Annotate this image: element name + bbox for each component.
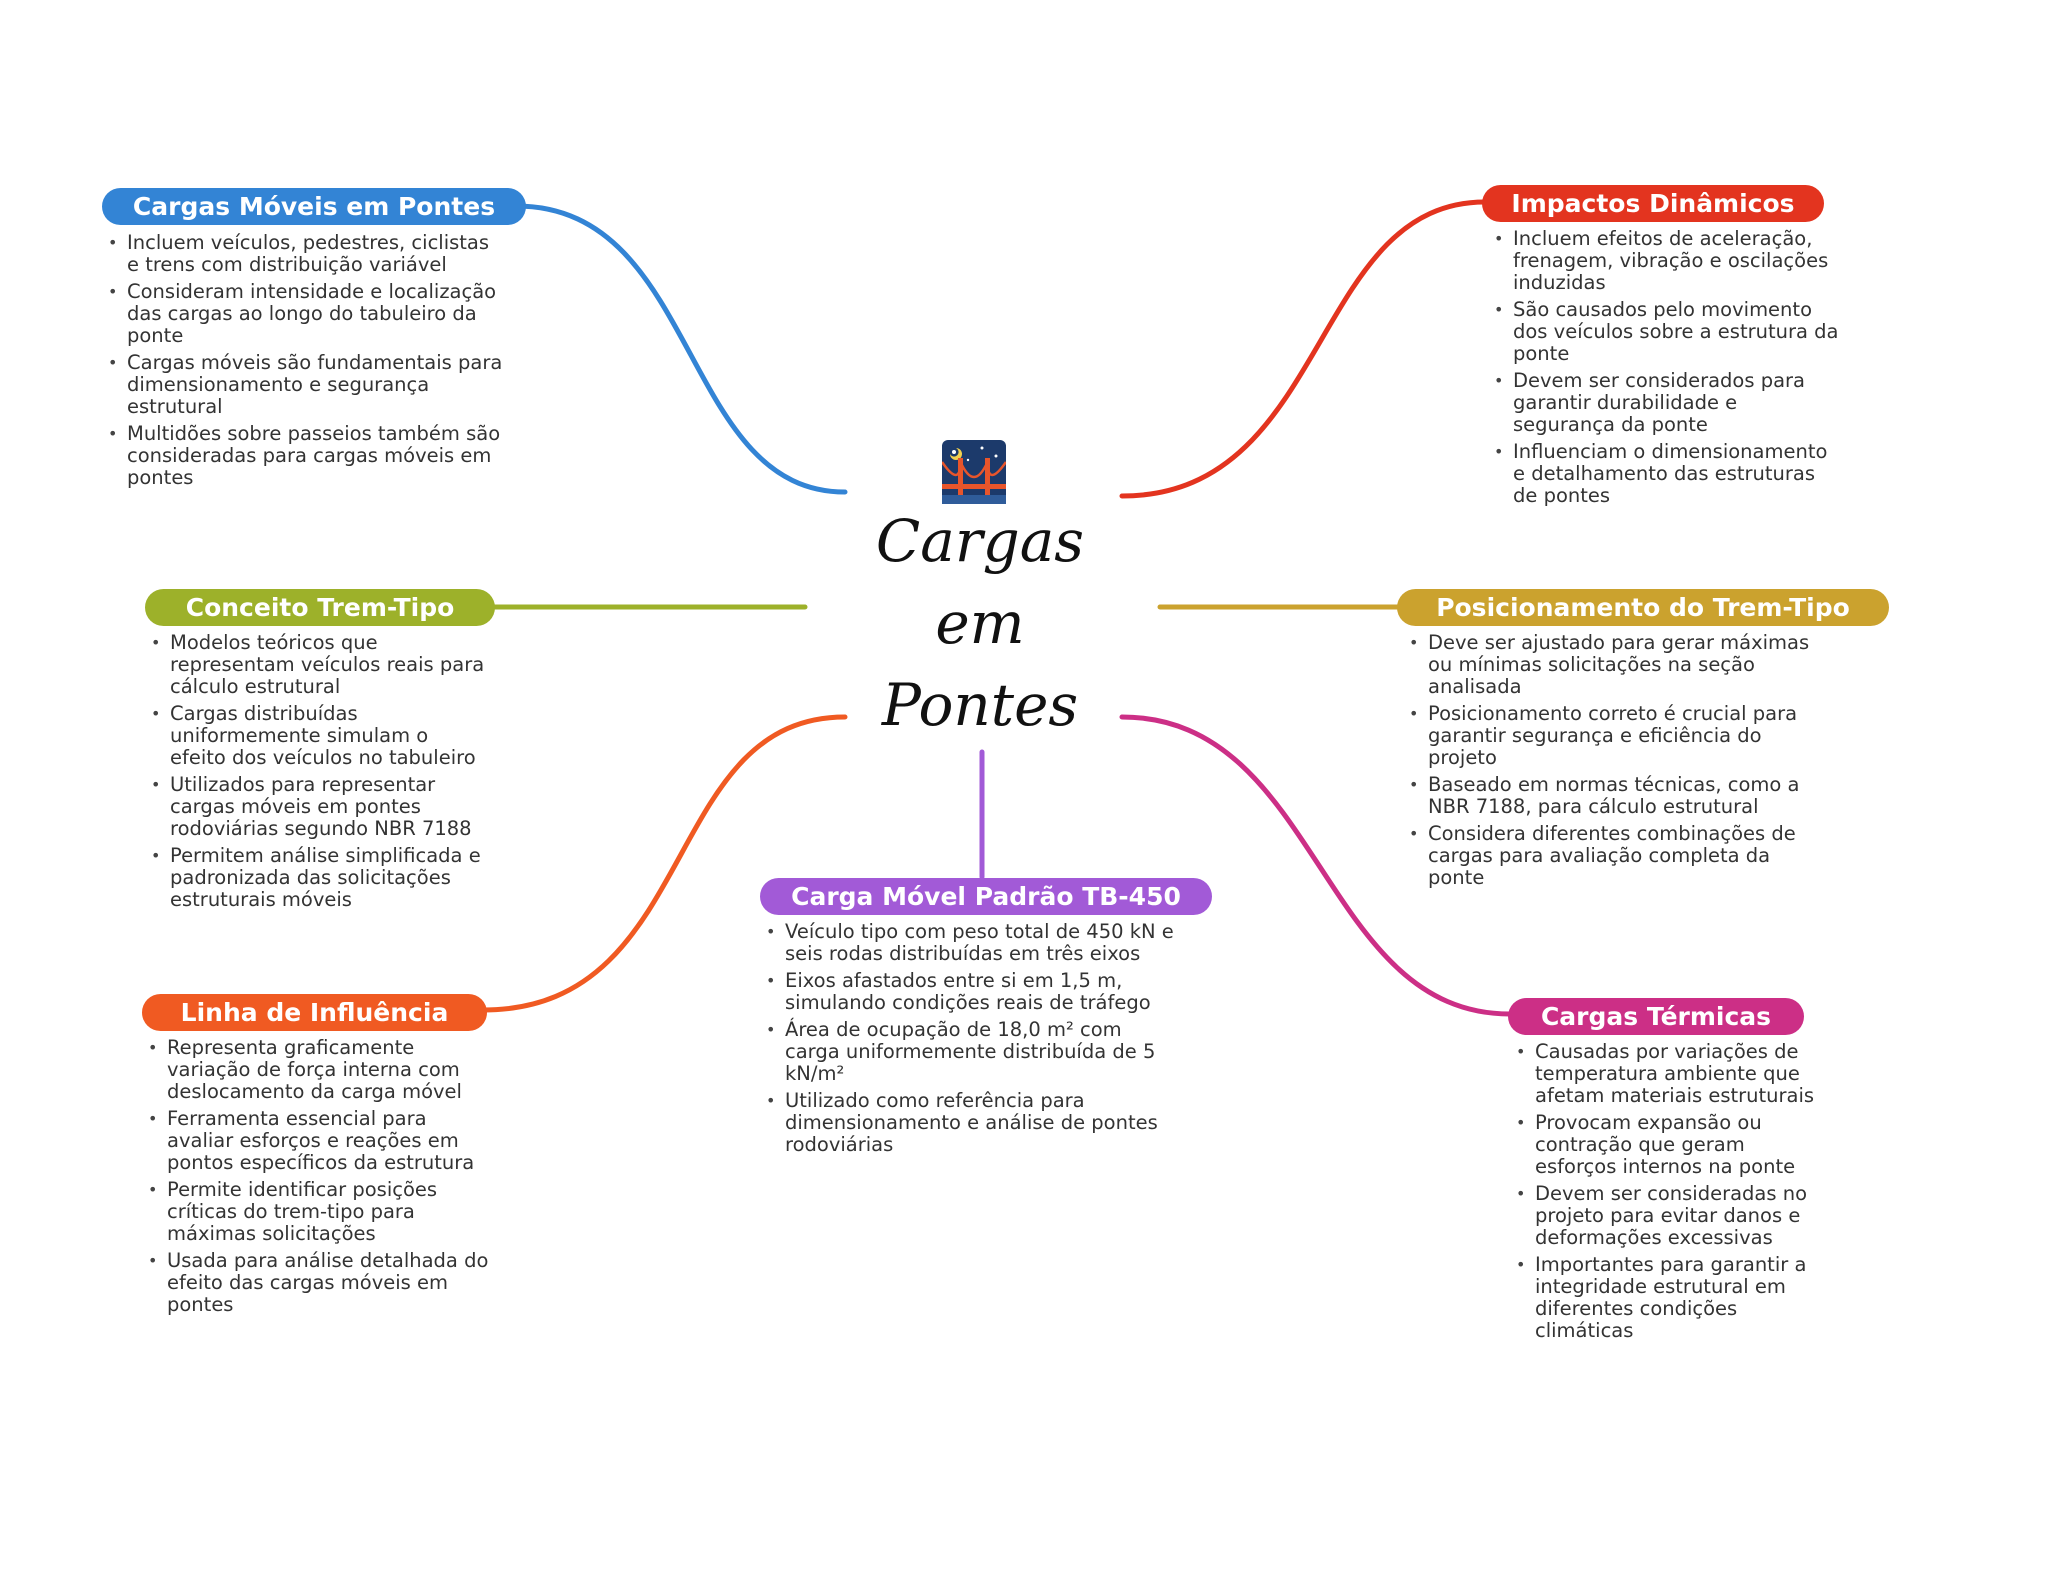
list-item: Incluem veículos, pedestres, ciclistas e… bbox=[104, 232, 504, 276]
topic-linha-influencia-title: Linha de Influência bbox=[180, 998, 449, 1027]
list-item: Veículo tipo com peso total de 450 kN e … bbox=[762, 921, 1182, 965]
list-item: Ferramenta essencial para avaliar esforç… bbox=[144, 1108, 489, 1174]
connector-cargas-moveis bbox=[513, 203, 848, 495]
topic-posicionamento-pill: Posicionamento do Trem-Tipo bbox=[1397, 589, 1889, 626]
topic-conceito-list: Modelos teóricos que representam veículo… bbox=[147, 632, 487, 916]
golden-gate-bridge-icon bbox=[942, 440, 1006, 504]
central-title-line: em bbox=[935, 589, 1025, 657]
topic-carga-padrao-list: Veículo tipo com peso total de 450 kN e … bbox=[762, 921, 1182, 1161]
connector-linha-influencia bbox=[480, 714, 848, 1013]
list-item: Permite identificar posições críticas do… bbox=[144, 1179, 489, 1245]
topic-linha-influencia-list: Representa graficamente variação de forç… bbox=[144, 1037, 489, 1321]
list-item: Influenciam o dimensionamento e detalham… bbox=[1490, 441, 1840, 507]
list-item: Utilizado como referência para dimension… bbox=[762, 1090, 1182, 1156]
list-item: Causadas por variações de temperatura am… bbox=[1512, 1041, 1832, 1107]
list-item: Permitem análise simplificada e padroniz… bbox=[147, 845, 487, 911]
topic-cargas-moveis-title: Cargas Móveis em Pontes bbox=[132, 192, 496, 221]
topic-termicas-list: Causadas por variações de temperatura am… bbox=[1512, 1041, 1832, 1347]
list-item: Devem ser consideradas no projeto para e… bbox=[1512, 1183, 1832, 1249]
central-topic-title: Cargas em Pontes bbox=[860, 500, 1100, 746]
list-item: Usada para análise detalhada do efeito d… bbox=[144, 1250, 489, 1316]
topic-carga-padrao-title: Carga Móvel Padrão TB-450 bbox=[791, 882, 1181, 911]
list-item: Considera diferentes combinações de carg… bbox=[1405, 823, 1825, 889]
list-item: Utilizados para representar cargas móvei… bbox=[147, 774, 487, 840]
central-title-line: Cargas bbox=[875, 507, 1085, 575]
list-item: Cargas distribuídas uniformemente simula… bbox=[147, 703, 487, 769]
list-item: Provocam expansão ou contração que geram… bbox=[1512, 1112, 1832, 1178]
topic-conceito-pill: Conceito Trem-Tipo bbox=[145, 589, 495, 626]
list-item: Importantes para garantir a integridade … bbox=[1512, 1254, 1832, 1342]
central-title-line: Pontes bbox=[881, 671, 1079, 739]
list-item: Baseado em normas técnicas, como a NBR 7… bbox=[1405, 774, 1825, 818]
list-item: Devem ser considerados para garantir dur… bbox=[1490, 370, 1840, 436]
list-item: Modelos teóricos que representam veículo… bbox=[147, 632, 487, 698]
connector-impactos bbox=[1119, 199, 1488, 499]
topic-conceito-title: Conceito Trem-Tipo bbox=[185, 593, 455, 622]
list-item: São causados pelo movimento dos veículos… bbox=[1490, 299, 1840, 365]
topic-termicas-pill: Cargas Térmicas bbox=[1508, 998, 1804, 1035]
connector-termicas bbox=[1119, 714, 1513, 1017]
topic-termicas-title: Cargas Térmicas bbox=[1540, 1002, 1772, 1031]
list-item: Incluem efeitos de aceleração, frenagem,… bbox=[1490, 228, 1840, 294]
topic-cargas-moveis-list: Incluem veículos, pedestres, ciclistas e… bbox=[104, 232, 504, 494]
topic-impactos-list: Incluem efeitos de aceleração, frenagem,… bbox=[1490, 228, 1840, 512]
topic-posicionamento-list: Deve ser ajustado para gerar máximas ou … bbox=[1405, 632, 1825, 894]
topic-cargas-moveis-pill: Cargas Móveis em Pontes bbox=[102, 188, 526, 225]
topic-carga-padrao-pill: Carga Móvel Padrão TB-450 bbox=[760, 878, 1212, 915]
topic-impactos-pill: Impactos Dinâmicos bbox=[1482, 185, 1824, 222]
list-item: Multidões sobre passeios também são cons… bbox=[104, 423, 504, 489]
list-item: Cargas móveis são fundamentais para dime… bbox=[104, 352, 504, 418]
topic-linha-influencia-pill: Linha de Influência bbox=[142, 994, 487, 1031]
topic-posicionamento-title: Posicionamento do Trem-Tipo bbox=[1436, 593, 1850, 622]
list-item: Posicionamento correto é crucial para ga… bbox=[1405, 703, 1825, 769]
list-item: Área de ocupação de 18,0 m² com carga un… bbox=[762, 1019, 1182, 1085]
list-item: Representa graficamente variação de forç… bbox=[144, 1037, 489, 1103]
list-item: Eixos afastados entre si em 1,5 m, simul… bbox=[762, 970, 1182, 1014]
topic-impactos-title: Impactos Dinâmicos bbox=[1511, 189, 1795, 218]
list-item: Consideram intensidade e localização das… bbox=[104, 281, 504, 347]
list-item: Deve ser ajustado para gerar máximas ou … bbox=[1405, 632, 1825, 698]
